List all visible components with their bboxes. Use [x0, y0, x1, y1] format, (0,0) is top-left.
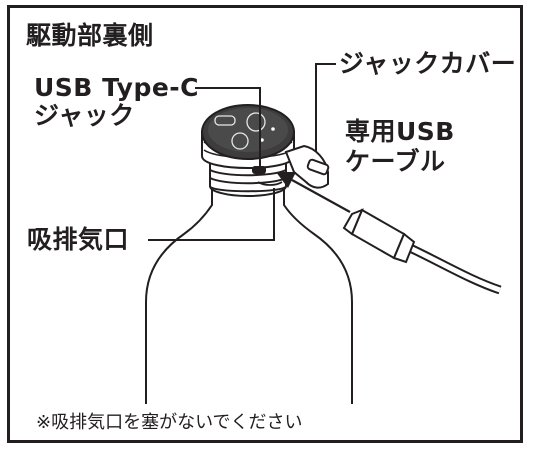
- drive-unit-cap: [201, 104, 295, 169]
- bottle-neck-threads: [209, 162, 287, 197]
- cable-label-line1: 専用USB: [345, 117, 455, 146]
- insert-arrow: [276, 172, 351, 213]
- bottle-body: [145, 184, 353, 421]
- vent-label: 吸排気口: [27, 225, 130, 254]
- diagram-title: 駆動部裏側: [26, 21, 154, 50]
- leader-lines: [148, 63, 336, 241]
- note-background: [12, 404, 520, 438]
- usb-jack-label-line2: ジャック: [34, 101, 135, 130]
- warning-note: ※吸排気口を塞がないでください: [36, 412, 303, 433]
- vent-opening: [257, 181, 283, 186]
- usb-cable: [342, 208, 502, 295]
- jack-cover-label: ジャックカバー: [339, 49, 517, 78]
- usb-jack-label-line1: USB Type-C: [34, 73, 200, 102]
- cable-label-line2: ケーブル: [345, 147, 446, 176]
- jack-cover-flap: [284, 144, 330, 189]
